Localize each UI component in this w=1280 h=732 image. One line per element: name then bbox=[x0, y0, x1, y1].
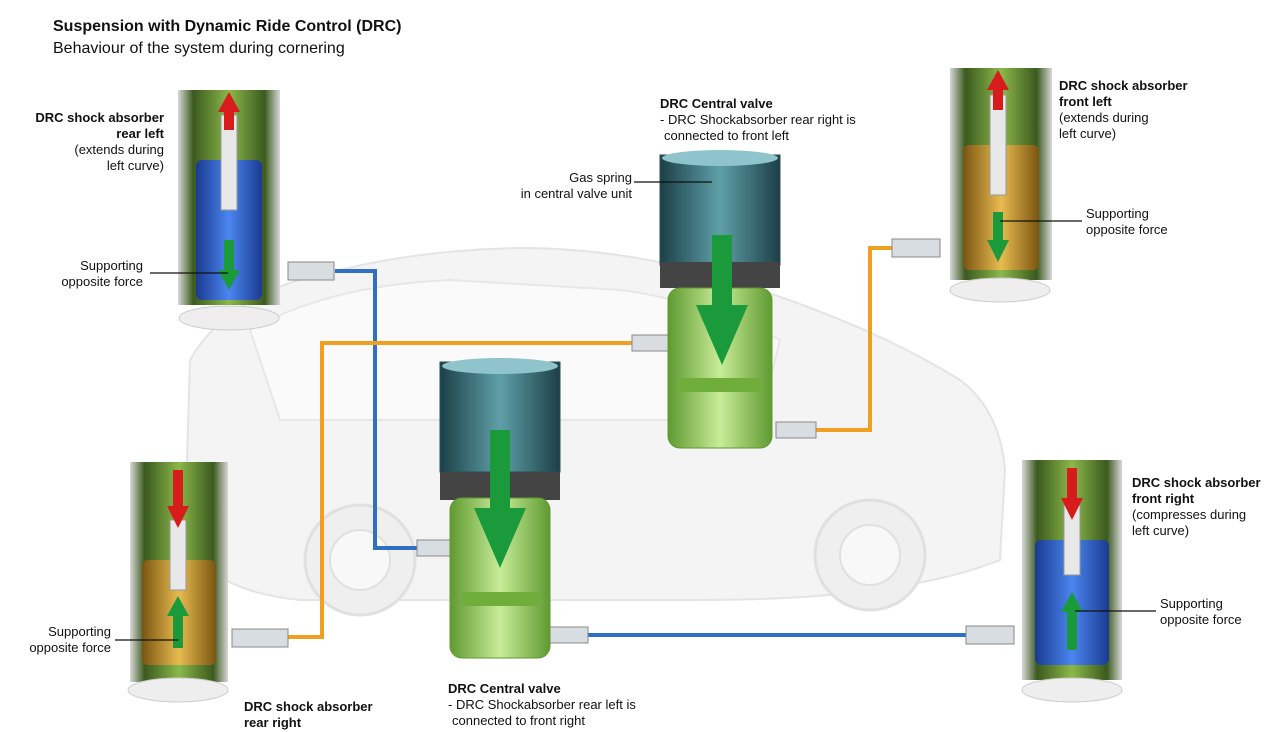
label-front-right-note1: (compresses during bbox=[1132, 507, 1247, 522]
arrow-up-icon bbox=[218, 92, 240, 130]
label-central-valve-top: DRC Central valve - DRC Shockabsorber re… bbox=[660, 96, 900, 144]
label-support-rear-left-line2: opposite force bbox=[61, 274, 143, 289]
label-support-rear-right: Supporting opposite force bbox=[0, 624, 111, 656]
label-support-rear-right-line2: opposite force bbox=[29, 640, 111, 655]
arrow-down-icon bbox=[987, 212, 1009, 262]
arrow-down-icon bbox=[218, 240, 240, 290]
label-rear-left-title: DRC shock absorber bbox=[35, 110, 164, 125]
label-support-rear-right-line1: Supporting bbox=[48, 624, 111, 639]
label-front-left-position: front left bbox=[1059, 94, 1112, 109]
arrow-down-icon bbox=[474, 430, 526, 568]
label-support-rear-left-line1: Supporting bbox=[80, 258, 143, 273]
shock-absorber-rear-left bbox=[178, 90, 280, 331]
label-support-front-right-line2: opposite force bbox=[1160, 612, 1242, 627]
arrow-down-icon bbox=[167, 470, 189, 528]
label-central-valve-top-line2: connected to front left bbox=[664, 128, 790, 143]
label-support-front-left-line2: opposite force bbox=[1086, 222, 1168, 237]
arrow-up-icon bbox=[1061, 592, 1083, 650]
label-rear-left-note2: left curve) bbox=[106, 158, 164, 173]
label-front-left-note1: (extends during bbox=[1059, 110, 1149, 125]
label-central-valve-bottom-line1: - DRC Shockabsorber rear left is bbox=[448, 697, 636, 712]
label-front-right-title: DRC shock absorber bbox=[1132, 475, 1261, 490]
label-rear-right-position: rear right bbox=[244, 715, 302, 730]
shock-absorber-front-left bbox=[949, 68, 1052, 303]
label-support-front-left: Supporting opposite force bbox=[1086, 206, 1206, 238]
label-central-valve-bottom-line2: connected to front right bbox=[452, 713, 585, 728]
arrow-down-icon bbox=[696, 235, 748, 365]
label-central-valve-bottom-title: DRC Central valve bbox=[448, 681, 561, 696]
arrow-up-icon bbox=[987, 70, 1009, 110]
label-front-right: DRC shock absorber front right (compress… bbox=[1132, 475, 1272, 539]
label-support-rear-left: Supporting opposite force bbox=[30, 258, 143, 290]
label-central-valve-top-line1: - DRC Shockabsorber rear right is bbox=[660, 112, 856, 127]
arrow-down-icon bbox=[1061, 468, 1083, 520]
central-valve-top bbox=[659, 150, 781, 449]
label-rear-right-title: DRC shock absorber bbox=[244, 699, 373, 714]
label-front-left-note2: left curve) bbox=[1059, 126, 1117, 141]
shock-absorber-rear-right bbox=[127, 462, 229, 703]
leader-lines bbox=[115, 181, 1156, 641]
orange-lines bbox=[287, 246, 895, 639]
label-front-left: DRC shock absorber front left (extends d… bbox=[1059, 78, 1209, 142]
line-fittings bbox=[231, 238, 1015, 648]
car-silhouette bbox=[183, 246, 1007, 617]
label-gas-spring-line2: in central valve unit bbox=[520, 186, 632, 201]
label-rear-left-position: rear left bbox=[116, 126, 164, 141]
label-support-front-left-line1: Supporting bbox=[1086, 206, 1149, 221]
arrow-up-icon bbox=[167, 596, 189, 648]
central-valve-bottom bbox=[439, 358, 561, 659]
label-central-valve-top-title: DRC Central valve bbox=[660, 96, 773, 111]
label-support-front-right-line1: Supporting bbox=[1160, 596, 1223, 611]
label-central-valve-bottom: DRC Central valve - DRC Shockabsorber re… bbox=[448, 681, 688, 729]
shock-absorber-front-right bbox=[1021, 460, 1123, 703]
blue-lines bbox=[335, 269, 968, 637]
label-gas-spring: Gas spring in central valve unit bbox=[480, 170, 632, 202]
page-subtitle: Behaviour of the system during cornering bbox=[53, 40, 345, 57]
label-front-right-note2: left curve) bbox=[1132, 523, 1190, 538]
label-gas-spring-line1: Gas spring bbox=[569, 170, 632, 185]
label-front-left-title: DRC shock absorber bbox=[1059, 78, 1188, 93]
label-rear-right: DRC shock absorber rear right bbox=[244, 699, 404, 731]
label-rear-left-note1: (extends during bbox=[74, 142, 164, 157]
page-title: Suspension with Dynamic Ride Control (DR… bbox=[53, 18, 402, 35]
label-support-front-right: Supporting opposite force bbox=[1160, 596, 1275, 628]
label-rear-left: DRC shock absorber rear left (extends du… bbox=[24, 110, 164, 174]
label-front-right-position: front right bbox=[1132, 491, 1195, 506]
